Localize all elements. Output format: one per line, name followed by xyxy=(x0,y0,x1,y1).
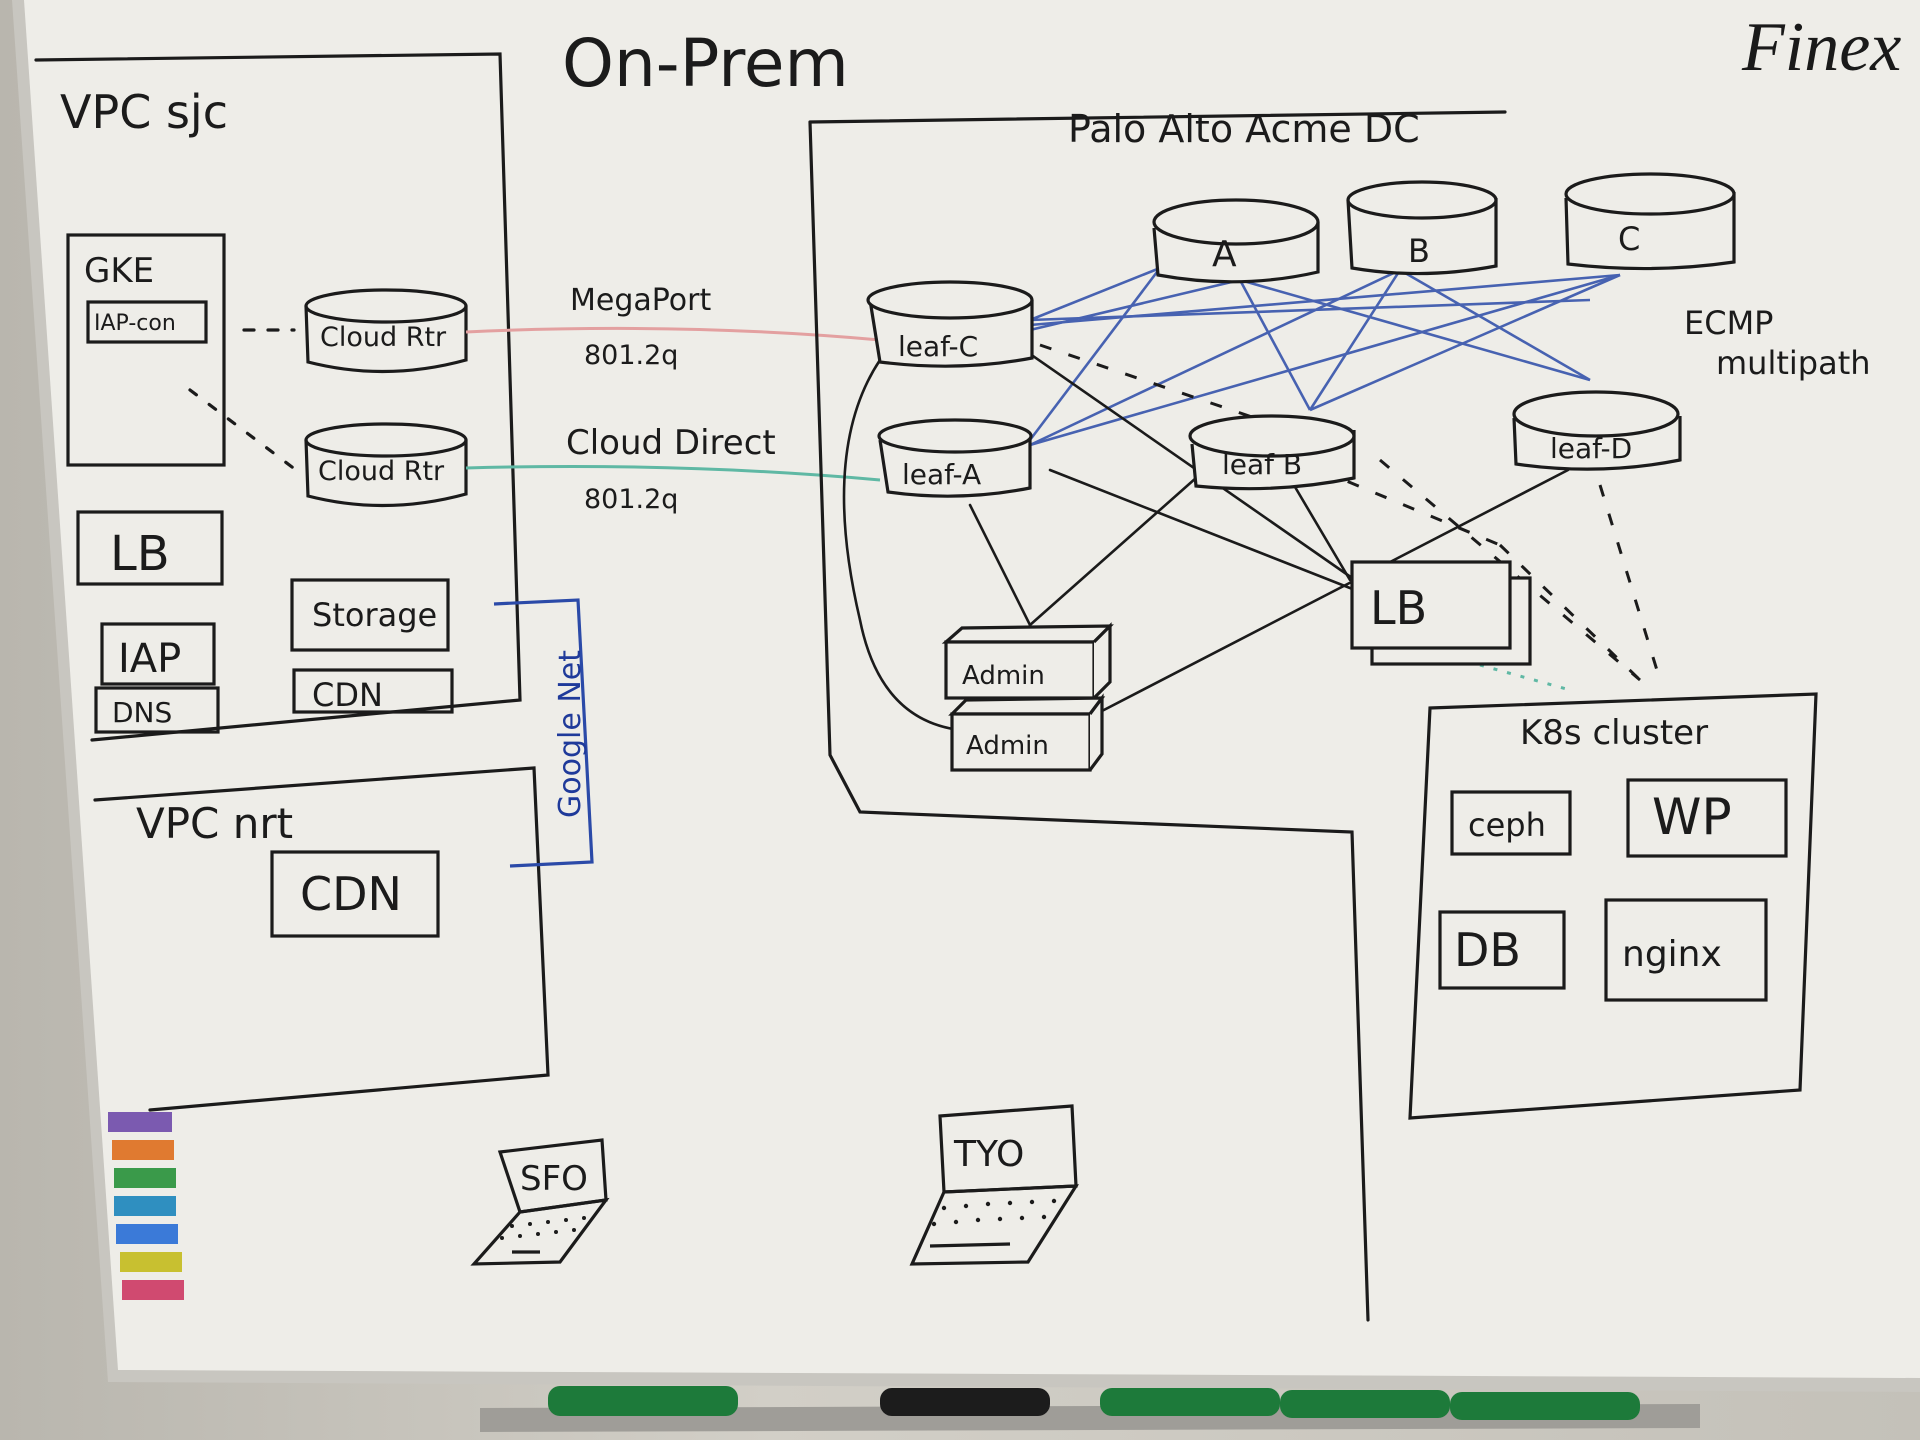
ecmp-fabric xyxy=(1028,266,1621,447)
iap-con-label: IAP-con xyxy=(94,311,176,336)
leaf-c xyxy=(866,280,1034,368)
ceph-box xyxy=(1450,790,1572,856)
db-box xyxy=(1438,910,1566,990)
black-marker xyxy=(880,1388,1050,1416)
leaf-a-label: leaf-A xyxy=(902,458,981,491)
lb-k8s-link xyxy=(1479,663,1571,692)
vpc-sjc-box xyxy=(34,52,522,742)
dc-label: Palo Alto Acme DC xyxy=(1068,107,1420,151)
admin-2 xyxy=(948,693,1106,772)
k8s-cluster-box xyxy=(1408,692,1818,1120)
green-tab xyxy=(114,1168,176,1188)
green-marker xyxy=(1100,1388,1280,1416)
dns-label: DNS xyxy=(112,696,172,729)
laptop-sfo xyxy=(470,1138,610,1266)
cloud-router-2-label: Cloud Rtr xyxy=(318,456,445,487)
leaf-b-label: leaf B xyxy=(1222,448,1302,481)
wp-label: WP xyxy=(1652,788,1732,846)
leaf-a xyxy=(877,418,1033,498)
gke-label: GKE xyxy=(84,251,154,291)
storage-box xyxy=(290,578,450,652)
admin-1 xyxy=(941,622,1114,700)
cdn-box xyxy=(292,668,454,714)
google-net-label: Google Net xyxy=(553,650,588,818)
admin-1-label: Admin xyxy=(962,661,1045,691)
cloud-direct-proto: 801.2q xyxy=(584,484,678,515)
lb-label: LB xyxy=(110,526,170,582)
google-net-bracket xyxy=(493,598,594,868)
vpc-nrt-label: VPC nrt xyxy=(136,799,293,848)
sfo-keyboard-dots xyxy=(500,1216,586,1240)
db-label: DB xyxy=(1454,923,1521,977)
green-marker xyxy=(548,1386,738,1416)
spine-b-label: B xyxy=(1408,232,1430,270)
blue-tab xyxy=(114,1196,176,1216)
cloud-direct-link xyxy=(465,465,881,482)
gke-box xyxy=(66,233,226,467)
leaf-d xyxy=(1512,390,1682,471)
leaf-d-label: leaf-D xyxy=(1550,432,1632,465)
admin-2-label: Admin xyxy=(966,731,1049,761)
megaport-label: MegaPort xyxy=(570,283,711,318)
iap-con-box xyxy=(86,300,208,344)
ecmp-label: ECMP xyxy=(1684,304,1773,342)
dc-lb-label: LB xyxy=(1370,581,1427,635)
sfo-label: SFO xyxy=(520,1159,588,1199)
green-marker xyxy=(1450,1392,1640,1420)
purple-tab xyxy=(108,1112,172,1132)
lb-box xyxy=(76,510,224,586)
green-marker xyxy=(1280,1390,1450,1418)
ceph-label: ceph xyxy=(1468,806,1546,844)
admin-servers xyxy=(941,622,1114,772)
vpc-sjc-label: VPC sjc xyxy=(60,85,228,139)
leaf-c-label: leaf-C xyxy=(898,330,978,363)
megaport-proto: 801.2q xyxy=(584,340,678,371)
tyo-keyboard-dots xyxy=(931,1198,1057,1227)
spine-b xyxy=(1346,180,1498,276)
vpc-nrt-box xyxy=(93,766,550,1112)
nrt-cdn-label: CDN xyxy=(300,867,402,921)
cloud-router-1-label: Cloud Rtr xyxy=(320,322,447,353)
nginx-box xyxy=(1604,898,1768,1002)
spine-nodes xyxy=(1152,172,1736,284)
spine-a xyxy=(1152,198,1320,284)
multipath-label: multipath xyxy=(1716,344,1871,382)
megaport-link xyxy=(465,326,881,342)
color-tabs xyxy=(108,1112,184,1300)
nginx-label: nginx xyxy=(1622,934,1722,975)
pink-tab xyxy=(122,1280,184,1300)
tyo-label: TYO xyxy=(953,1134,1024,1175)
spine-a-label: A xyxy=(1212,234,1237,275)
iap-box xyxy=(100,622,216,686)
leaf-nodes xyxy=(866,280,1682,498)
orange-tab xyxy=(112,1140,174,1160)
dc-boundary xyxy=(808,110,1507,1322)
nrt-cdn-box xyxy=(270,850,440,938)
dns-box xyxy=(94,686,220,734)
dc-dashed-links xyxy=(1039,343,1662,682)
yellow-tab xyxy=(120,1252,182,1272)
page-title: On-Prem xyxy=(562,25,849,102)
dc-lb xyxy=(1350,560,1532,666)
iap-label: IAP xyxy=(118,636,181,682)
dc-links xyxy=(842,338,1570,732)
spine-c-label: C xyxy=(1618,220,1640,258)
wp-box xyxy=(1626,778,1788,858)
storage-label: Storage xyxy=(312,596,437,634)
cloud-direct-label: Cloud Direct xyxy=(566,423,776,463)
spine-c xyxy=(1564,172,1736,271)
k8s-label: K8s cluster xyxy=(1520,713,1708,753)
cdn-label: CDN xyxy=(312,676,383,714)
laptop-tyo xyxy=(909,1104,1079,1266)
blue-tab xyxy=(116,1224,178,1244)
leaf-b xyxy=(1188,414,1356,491)
cloud-router-2 xyxy=(304,422,468,508)
markers xyxy=(548,1386,1640,1420)
cloud-router-1 xyxy=(304,288,468,374)
brand-mark: Finex xyxy=(1741,9,1901,86)
